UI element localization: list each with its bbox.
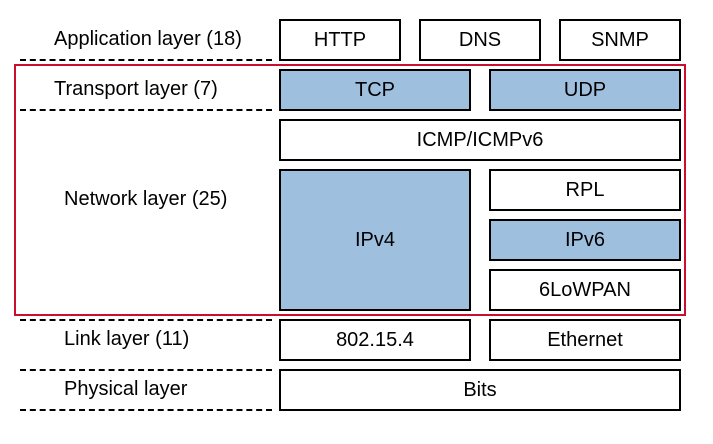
protocol-802-15-4: 802.15.4 — [279, 319, 471, 361]
separator-transport-bottom — [20, 109, 272, 111]
separator-physical-bottom — [20, 409, 272, 411]
protocol-udp: UDP — [489, 69, 681, 111]
separator-network-bottom — [20, 319, 272, 321]
label-application-layer: Application layer (18) — [54, 28, 242, 50]
protocol-ipv4: IPv4 — [279, 169, 471, 311]
protocol-6lowpan: 6LoWPAN — [489, 269, 681, 311]
protocol-snmp: SNMP — [559, 19, 681, 61]
scope-frame — [14, 64, 686, 316]
protocol-http: HTTP — [279, 19, 401, 61]
label-transport-layer: Transport layer (7) — [54, 78, 218, 100]
protocol-dns: DNS — [419, 19, 541, 61]
label-physical-layer: Physical layer — [64, 378, 188, 400]
separator-link-bottom — [20, 369, 272, 371]
label-network-layer: Network layer (25) — [64, 188, 228, 210]
protocol-ipv6: IPv6 — [489, 219, 681, 261]
protocol-icmp: ICMP/ICMPv6 — [279, 119, 681, 161]
protocol-bits: Bits — [279, 369, 681, 411]
protocol-ethernet: Ethernet — [489, 319, 681, 361]
separator-application-bottom — [20, 59, 272, 61]
protocol-tcp: TCP — [279, 69, 471, 111]
label-link-layer: Link layer (11) — [64, 328, 190, 350]
protocol-rpl: RPL — [489, 169, 681, 211]
